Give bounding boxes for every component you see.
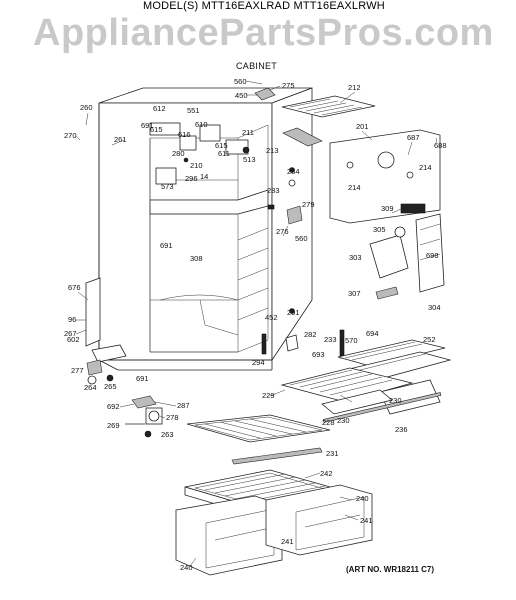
art-number: (ART NO. WR18211 C7) [346, 565, 435, 574]
callout-label: 602 [67, 335, 80, 344]
trim-231 [231, 447, 323, 465]
glass-shelf-228 [186, 414, 331, 443]
callout-label: 214 [348, 183, 361, 192]
callout-label: 309 [381, 204, 394, 213]
callout-label: 280 [172, 149, 185, 158]
callout-label: 276 [276, 227, 289, 236]
hinge-275 [254, 87, 276, 101]
callout-label: 14 [200, 172, 208, 181]
callout-label: 260 [80, 103, 93, 112]
callout-label: 450 [235, 91, 248, 100]
freezer-control-cluster [149, 122, 250, 185]
evaporator-cover-201 [329, 129, 441, 224]
callout-label: 210 [190, 161, 203, 170]
callout-label: 303 [349, 253, 362, 262]
callout-label: 691 [160, 241, 173, 250]
callout-label: 282 [304, 330, 317, 339]
section-title: CABINET [236, 61, 278, 71]
callout-label: 233 [324, 335, 337, 344]
callout-label: 214 [419, 163, 432, 172]
callout-label: 267 [64, 329, 77, 338]
callout-label: 278 [166, 413, 179, 422]
callout-label: 676 [68, 283, 81, 292]
callout-label: 236 [395, 425, 408, 434]
callout-label: 275 [282, 81, 295, 90]
callout-label: 698 [426, 251, 439, 260]
callout-label: 513 [243, 155, 256, 164]
callout-label: 692 [107, 402, 120, 411]
callout-label: 277 [71, 366, 84, 375]
callout-label: 96 [68, 315, 76, 324]
callout-label: 615 [150, 125, 163, 134]
callout-label: 687 [407, 133, 420, 142]
callout-label: 240 [356, 494, 369, 503]
callout-label: 616 [178, 130, 191, 139]
top-wire-shelf-212 [281, 95, 376, 118]
callout-label: 241 [281, 537, 294, 546]
callout-label: 230 [337, 416, 350, 425]
part-callouts: 560 275 450 212 612 551 691 615 610 260 … [64, 77, 447, 572]
callout-label: 294 [252, 358, 265, 367]
callout-label: 265 [104, 382, 117, 391]
callout-label: 201 [356, 122, 369, 131]
fan-bracket-213 [282, 127, 323, 147]
callout-label: 611 [218, 149, 230, 158]
callout-label: 307 [348, 289, 361, 298]
damper-309 [400, 203, 426, 214]
crisper-drawers-240 [175, 484, 373, 576]
bracket-307 [375, 286, 399, 300]
crisper-shelves-252 [280, 339, 452, 423]
callout-label: 284 [287, 167, 300, 176]
callout-label: 610 [195, 120, 208, 129]
callout-label: 691 [141, 121, 154, 130]
callout-label: 269 [107, 421, 120, 430]
callout-label: 252 [423, 335, 436, 344]
cabinet-shell [85, 87, 313, 371]
callout-label: 283 [267, 186, 280, 195]
leader-lines [75, 80, 438, 567]
callout-label: 242 [320, 469, 333, 478]
callout-label: 263 [161, 430, 174, 439]
callout-label: 560 [295, 234, 308, 243]
callout-label: 270 [64, 131, 77, 140]
callout-label: 308 [190, 254, 203, 263]
callout-label: 287 [177, 401, 190, 410]
callout-label: 615 [215, 141, 228, 150]
callout-label: 231 [326, 449, 339, 458]
watermark: AppliancePartsPros.com [33, 12, 494, 54]
callout-label: 452 [265, 313, 278, 322]
callout-label: 304 [428, 303, 441, 312]
callout-label: 573 [161, 182, 174, 191]
callout-label: 305 [373, 225, 386, 234]
callout-label: 240 [180, 563, 193, 572]
callout-label: 228 [322, 418, 335, 427]
callout-label: 264 [84, 383, 97, 392]
duct-698 [415, 213, 445, 293]
callout-label: 241 [360, 516, 373, 525]
callout-label: 212 [348, 83, 361, 92]
callout-label: 211 [242, 128, 254, 137]
callout-label: 279 [302, 200, 315, 209]
control-303 [369, 226, 409, 279]
callout-label: 560 [234, 77, 247, 86]
callout-label: 570 [345, 336, 358, 345]
callout-label: 612 [153, 104, 166, 113]
leveling-parts [86, 359, 163, 438]
callout-label: 691 [136, 374, 149, 383]
hardware-column [261, 167, 345, 359]
callout-label: 688 [434, 141, 447, 150]
callout-label: 213 [266, 146, 279, 155]
callout-label: 693 [312, 350, 325, 359]
callout-label: 551 [187, 106, 200, 115]
callout-label: 291 [287, 308, 300, 317]
callout-label: 230 [389, 396, 402, 405]
callout-label: 694 [366, 329, 379, 338]
callout-label: 229 [262, 391, 275, 400]
callout-label: 261 [114, 135, 127, 144]
callout-label: 296 [185, 174, 198, 183]
model-title: MODEL(S) MTT16EAXLRAD MTT16EAXLRWH [143, 0, 385, 12]
